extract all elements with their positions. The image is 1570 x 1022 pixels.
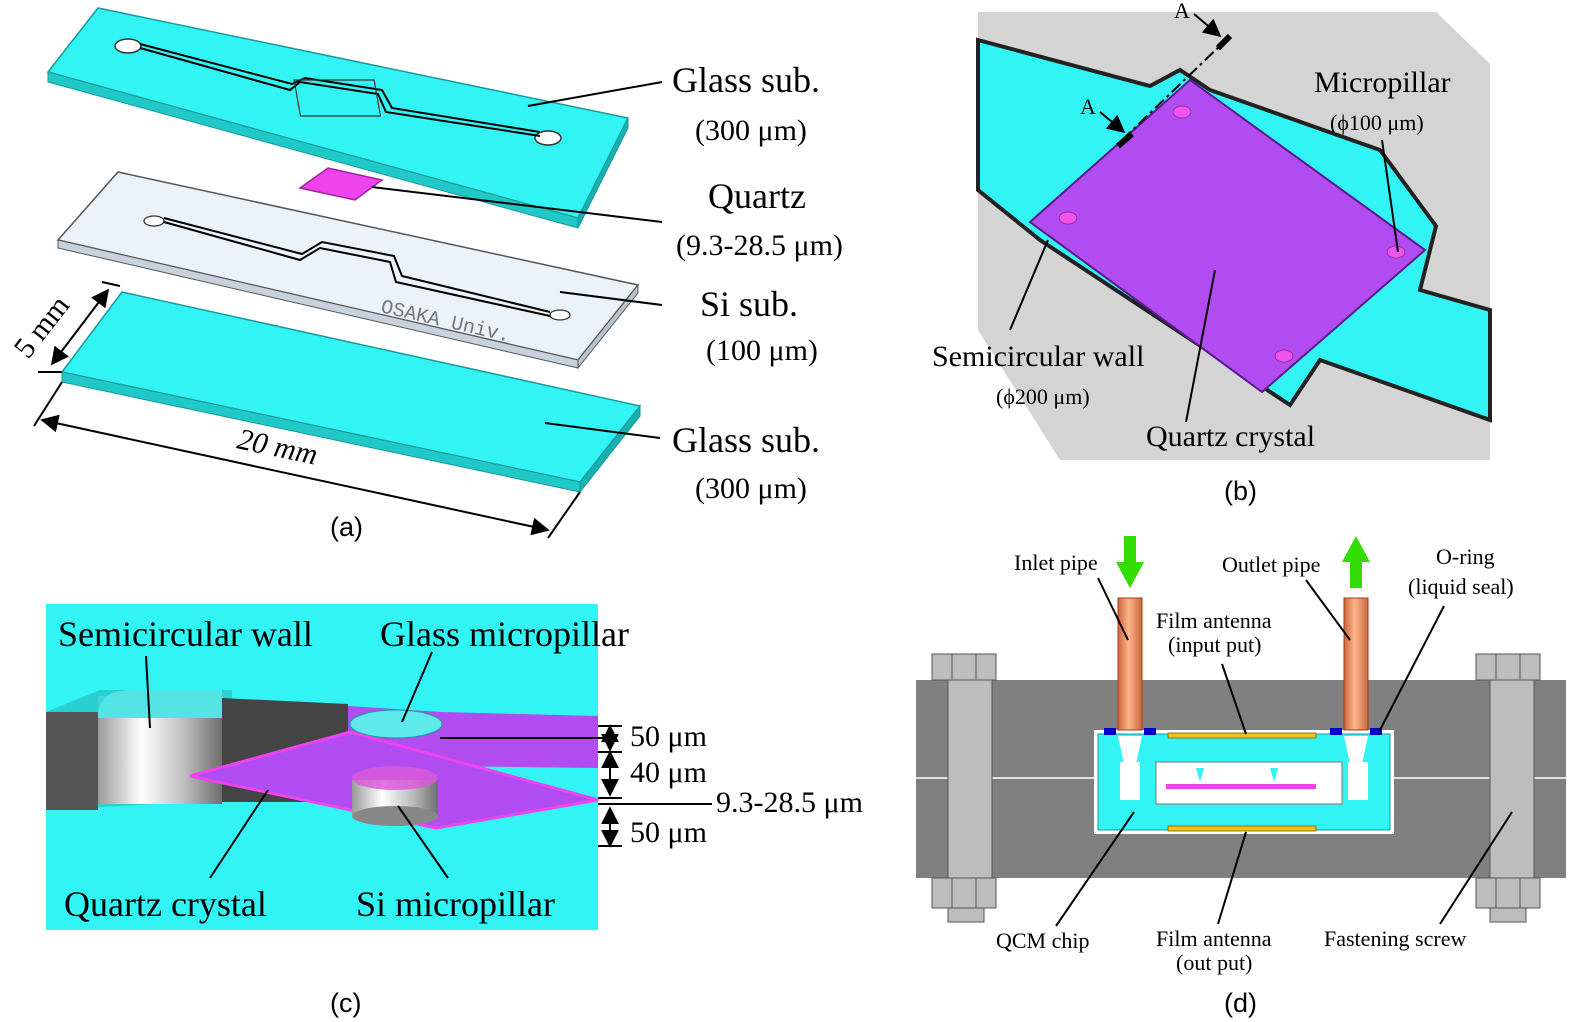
- antenna-in-sub: (input put): [1168, 632, 1262, 657]
- o-ring-3: [1330, 728, 1342, 735]
- width-dimension: 5 mm: [8, 289, 77, 364]
- micropillar-4: [1274, 349, 1294, 363]
- si-micropillar-label: Si micropillar: [356, 884, 555, 924]
- o-ring-4: [1370, 728, 1382, 735]
- micropillar-label: Micropillar: [1314, 66, 1451, 99]
- o-ring-1: [1104, 728, 1116, 735]
- antenna-out-sub: (out put): [1176, 950, 1252, 975]
- glass-top-thickness: (300 μm): [695, 114, 807, 147]
- section-mark-left: A: [1080, 94, 1096, 119]
- dim-mid: 40 μm: [630, 756, 707, 789]
- quartz-thickness: (9.3-28.5 μm): [676, 229, 843, 262]
- quartz-crystal-label: Quartz crystal: [1146, 420, 1315, 453]
- fastening-screw-left: [931, 653, 997, 923]
- antenna-out-label: Film antenna: [1156, 926, 1272, 951]
- glass-micropillar-label: Glass micropillar: [380, 614, 629, 654]
- inlet-pipe: [1117, 597, 1143, 731]
- caption-b: (b): [1224, 476, 1257, 506]
- quartz-crystal-b: [1028, 78, 1427, 394]
- dim-top: 50 μm: [630, 720, 707, 753]
- quartz-label: Quartz: [708, 176, 806, 216]
- wall-label-c: Semicircular wall: [58, 614, 313, 654]
- micropillar-size: (ϕ100 μm): [1330, 110, 1424, 135]
- micropillar-3: [1386, 245, 1406, 259]
- film-antenna-output: [1167, 825, 1317, 832]
- glass-bottom-thickness: (300 μm): [695, 472, 807, 505]
- fastening-screw-label: Fastening screw: [1324, 926, 1466, 951]
- micropillar-2: [1058, 211, 1078, 225]
- wall-size: (ϕ200 μm): [996, 384, 1090, 409]
- dim-quartz: 9.3-28.5 μm: [716, 786, 863, 819]
- inlet-pipe-label: Inlet pipe: [1014, 550, 1098, 575]
- micropillar-1: [1172, 105, 1192, 119]
- film-antenna-input: [1167, 732, 1317, 739]
- outflow-arrow: [1342, 536, 1370, 588]
- qcm-chip-label: QCM chip: [996, 928, 1090, 953]
- glass-substrate-top: [46, 7, 630, 229]
- outlet-pipe-label: Outlet pipe: [1222, 552, 1320, 577]
- glass-bottom-label: Glass sub.: [672, 420, 820, 460]
- o-ring-2: [1144, 728, 1156, 735]
- quartz-crystal-d: [1166, 784, 1316, 789]
- caption-a: (a): [330, 512, 363, 542]
- panel-d: Inlet pipe Outlet pipe O-ring (liquid se…: [916, 536, 1566, 1018]
- semicircular-wall-cyl: [98, 718, 222, 804]
- panel-a: OSAKA Univ. 5 mm 20 mm Glass sub. (300 μ…: [8, 7, 843, 542]
- o-ring-sub: (liquid seal): [1408, 574, 1514, 599]
- caption-c: (c): [330, 988, 361, 1018]
- quartz-crystal-label-c: Quartz crystal: [64, 884, 267, 924]
- antenna-in-label: Film antenna: [1156, 608, 1272, 633]
- caption-d: (d): [1224, 988, 1257, 1018]
- glass-top-label: Glass sub.: [672, 60, 820, 100]
- quartz-plate-a: [298, 167, 384, 201]
- glass-micropillar: [349, 709, 443, 739]
- section-mark-top: A: [1174, 0, 1190, 23]
- dim-bottom: 50 μm: [630, 816, 707, 849]
- o-ring-label: O-ring: [1436, 544, 1495, 569]
- si-label: Si sub.: [700, 284, 798, 324]
- si-thickness: (100 μm): [706, 334, 818, 367]
- wall-label: Semicircular wall: [932, 340, 1144, 373]
- fastening-screw-right: [1475, 653, 1541, 923]
- panel-b: A A Micropillar (ϕ100 μm) Semicircular w…: [932, 0, 1492, 506]
- outlet-pipe: [1343, 597, 1369, 731]
- panel-c: Semicircular wall Glass micropillar Quar…: [46, 604, 863, 1018]
- inflow-arrow: [1116, 536, 1144, 588]
